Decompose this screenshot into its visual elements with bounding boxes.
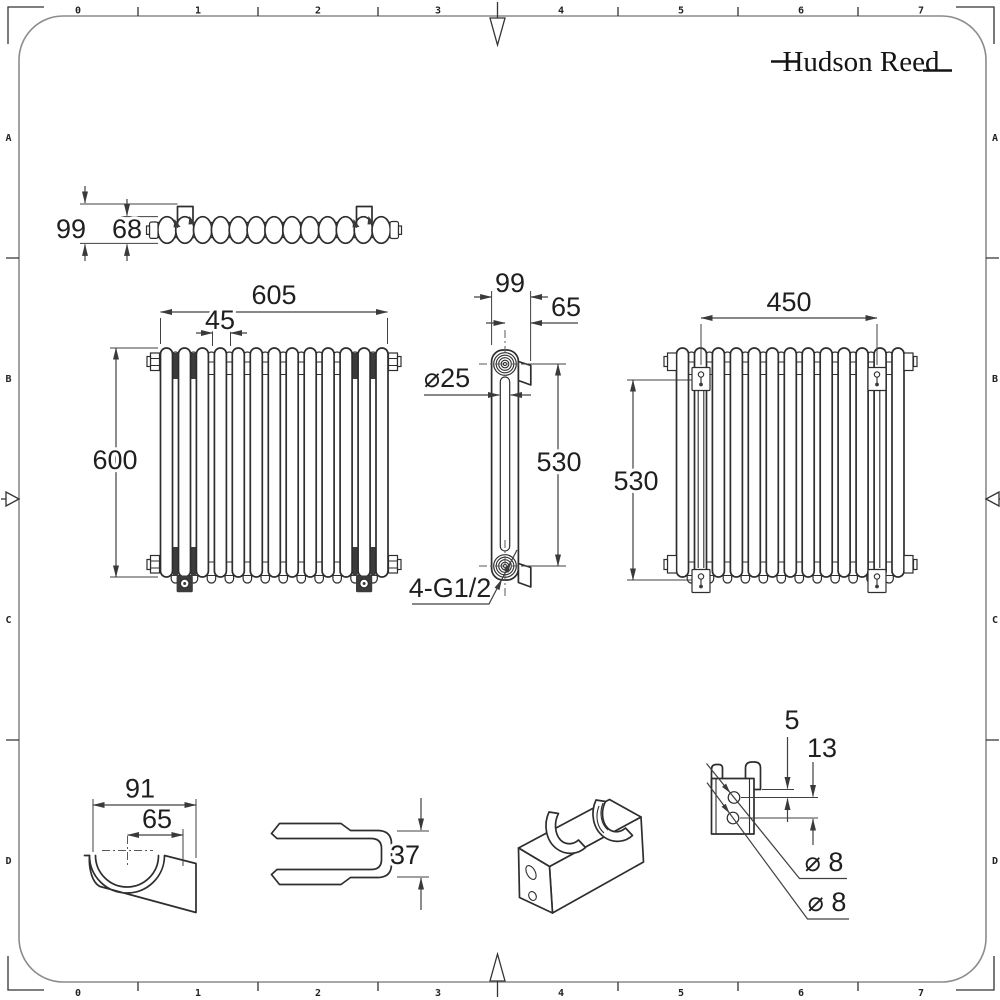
ruler-row-d: D [5, 856, 11, 867]
face-hole-callout-bottom: ⌀ 8 [706, 782, 849, 920]
face-body [710, 777, 755, 835]
plan-end-cap-left [148, 221, 159, 239]
bracket-profile-centremark [102, 836, 153, 866]
dim-front-width: 605 [251, 280, 296, 310]
dim-side-connections: 4-G1/2 [409, 573, 492, 603]
ruler-col-0: 0 [75, 6, 81, 17]
ruler-col-3: 3 [435, 6, 441, 17]
bracket-plan-view: 37 [270, 798, 429, 910]
dim-front-height: 600 [92, 445, 137, 475]
ruler-col-7b: 7 [918, 988, 924, 999]
bracket-plan-inner [270, 832, 383, 876]
centre-arrow-top [489, 2, 506, 48]
ruler-col-3b: 3 [435, 988, 441, 999]
face-prong-right [744, 761, 762, 791]
dim-side-depth: 99 [495, 268, 525, 298]
dim-rear-bracket-height: 530 [613, 466, 658, 496]
dim-bracket-plan-width: 37 [390, 840, 420, 870]
logo-text: Hudson Reed [782, 46, 940, 78]
face-prong-left [710, 763, 724, 786]
bracket-face-view: 5 13 ⌀ 8 ⌀ 8 [706, 702, 849, 920]
ruler-row-d-r: D [992, 856, 998, 867]
bracket-isometric-view [517, 798, 645, 914]
centre-arrow-left [1, 490, 21, 508]
dim-side-tapping-centres: 530 [536, 447, 581, 477]
corner-mark-top-left [7, 6, 44, 44]
bracket-profile-outline [88, 854, 197, 914]
view-side: 99 65 ⌀25 530 4-G1/2 [406, 265, 585, 606]
plan-end-nub-left [145, 225, 151, 235]
ruler-col-0b: 0 [75, 988, 81, 999]
ruler-col-5b: 5 [678, 988, 684, 999]
iso-prong-front [545, 811, 587, 855]
centre-arrow-right [984, 490, 1000, 508]
ruler-col-6b: 6 [798, 988, 804, 999]
ruler-col-2b: 2 [315, 988, 321, 999]
dim-bracket-length: 91 [125, 774, 155, 804]
ruler-col-6: 6 [798, 6, 804, 17]
iso-round-hole [528, 891, 537, 901]
dim-side-wall-centre: 65 [551, 292, 581, 322]
plan-bracket-left [176, 205, 194, 228]
iso-front-face [517, 847, 554, 914]
bracket-profile-view: 91 65 [83, 771, 197, 914]
dim-face-hole-bottom: ⌀ 8 [808, 887, 847, 917]
iso-slot-hole [525, 865, 537, 880]
ruler-row-c: C [5, 615, 11, 626]
ruler-col-2: 2 [315, 6, 321, 17]
corner-mark-bottom-right [956, 956, 995, 991]
face-hole-callout-top: ⌀ 8 [706, 763, 847, 880]
dim-bracket-centre-offset: 65 [142, 804, 172, 834]
side-bracket-tab-top [517, 360, 532, 386]
bracket-profile-cup-inner [94, 854, 160, 888]
plan-bracket-right [355, 205, 373, 228]
rear-bracket-rails [697, 389, 881, 568]
dim-rear-bracket-width: 450 [766, 287, 811, 317]
plan-end-cap-right [389, 220, 400, 240]
ruler-row-b: B [5, 374, 11, 385]
side-bracket-tab-bottom [517, 562, 532, 588]
centre-arrow-bottom [489, 951, 506, 997]
front-foot-right [356, 575, 373, 593]
top-ruler-ticks [137, 7, 859, 16]
front-valve-bosses [146, 352, 402, 574]
ruler-row-a: A [5, 133, 11, 144]
view-top-plan: 99 68 [53, 186, 403, 261]
dim-top-overall-depth: 99 [56, 214, 86, 244]
dim-side-column-diameter: ⌀25 [424, 363, 470, 393]
brand-logo: Hudson Reed [771, 46, 952, 78]
corner-mark-bottom-left [7, 956, 44, 991]
side-column-tube [499, 376, 511, 552]
view-front: 605 45 600 [89, 277, 402, 593]
dim-face-hole-top: ⌀ 8 [805, 847, 844, 877]
ruler-col-1: 1 [195, 6, 201, 17]
dim-front-pitch: 45 [205, 305, 235, 335]
plan-end-nub-right [397, 225, 403, 235]
dim-top-core-depth: 68 [112, 214, 142, 244]
ruler-col-7: 7 [918, 6, 924, 17]
side-centrelines [479, 330, 531, 599]
left-ruler-ticks [6, 257, 19, 741]
ruler-col-4b: 4 [558, 988, 564, 999]
ruler-row-b-r: B [992, 374, 998, 385]
ruler-col-1b: 1 [195, 988, 201, 999]
bracket-plan-outline [270, 822, 393, 886]
ruler-row-a-r: A [992, 133, 998, 144]
right-ruler-ticks [986, 257, 999, 741]
front-foot-left [176, 575, 193, 593]
side-connection-callout: 4-G1/2 [406, 549, 518, 606]
ruler-col-5: 5 [678, 6, 684, 17]
ruler-row-c-r: C [992, 615, 998, 626]
view-rear: 450 530 [610, 284, 918, 594]
rear-wall-plates [691, 366, 887, 594]
dim-face-hole-centres: 13 [807, 733, 837, 763]
bottom-ruler-ticks [137, 982, 859, 991]
ruler-col-4: 4 [558, 6, 564, 17]
rear-valve-bosses [663, 352, 918, 574]
iso-prong-rear [592, 799, 634, 843]
dim-face-lip: 5 [784, 705, 799, 735]
corner-mark-top-right [956, 6, 995, 44]
